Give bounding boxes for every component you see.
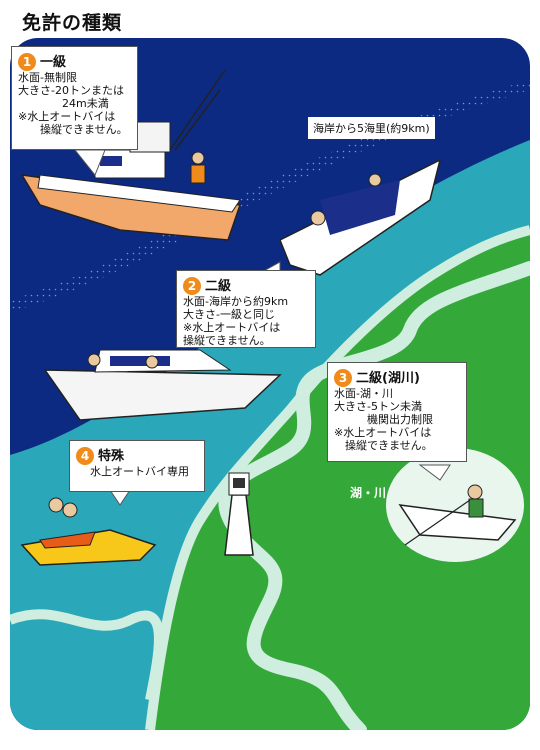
coastal-wave	[10, 609, 164, 701]
boat-lake-illustration	[398, 484, 517, 546]
badge-1: 1	[18, 52, 36, 71]
callout-3-tail	[418, 464, 451, 481]
land-area	[150, 230, 530, 730]
license-3-details: 水面-湖・川 大きさ-5トン未満 機関出力制限 ※水上オートバイは 操縦できませ…	[334, 386, 433, 452]
sea-boundary-dots	[10, 80, 530, 312]
license-2-name: 二級	[205, 279, 232, 294]
badge-3: 3	[334, 368, 352, 387]
callout-1-tail	[73, 149, 106, 176]
boat-coastal-illustration	[279, 158, 442, 276]
lighthouse-illustration	[224, 472, 254, 556]
lake-bubble	[384, 446, 526, 564]
callout-special: 4 特殊 水上オートバイ専用	[69, 440, 205, 492]
license-2-details: 水面-海岸から約9km 大きさ-一級と同じ ※水上オートバイは 操縦できません。	[183, 294, 289, 347]
callout-class2: 2 二級 水面-海岸から約9km 大きさ-一級と同じ ※水上オートバイは 操縦でき…	[176, 270, 316, 348]
lake-river-label: 湖・川	[350, 486, 387, 500]
boat-class2-illustration	[43, 349, 282, 421]
coast-distance-label: 海岸から5海里(約9km)	[308, 117, 435, 139]
badge-2: 2	[183, 276, 201, 295]
license-4-details: 水上オートバイ専用	[90, 464, 189, 478]
coast-strip	[145, 225, 530, 730]
license-1-details: 水面-無制限 大きさ-20トンまたは 24m未満 ※水上オートバイは 操縦できま…	[18, 70, 128, 136]
license-3-name: 二級(湖川)	[356, 371, 420, 386]
license-4-name: 特殊	[98, 449, 125, 464]
license-1-name: 一級	[40, 55, 67, 70]
jetski-illustration	[20, 497, 157, 566]
page-title: 免許の種類	[22, 12, 123, 34]
callout-class1: 1 一級 水面-無制限 大きさ-20トンまたは 24m未満 ※水上オートバイは 操…	[11, 46, 138, 150]
badge-4: 4	[76, 446, 94, 465]
callout-class3: 3 二級(湖川) 水面-湖・川 大きさ-5トン未満 機関出力制限 ※水上オートバイ…	[327, 362, 467, 462]
